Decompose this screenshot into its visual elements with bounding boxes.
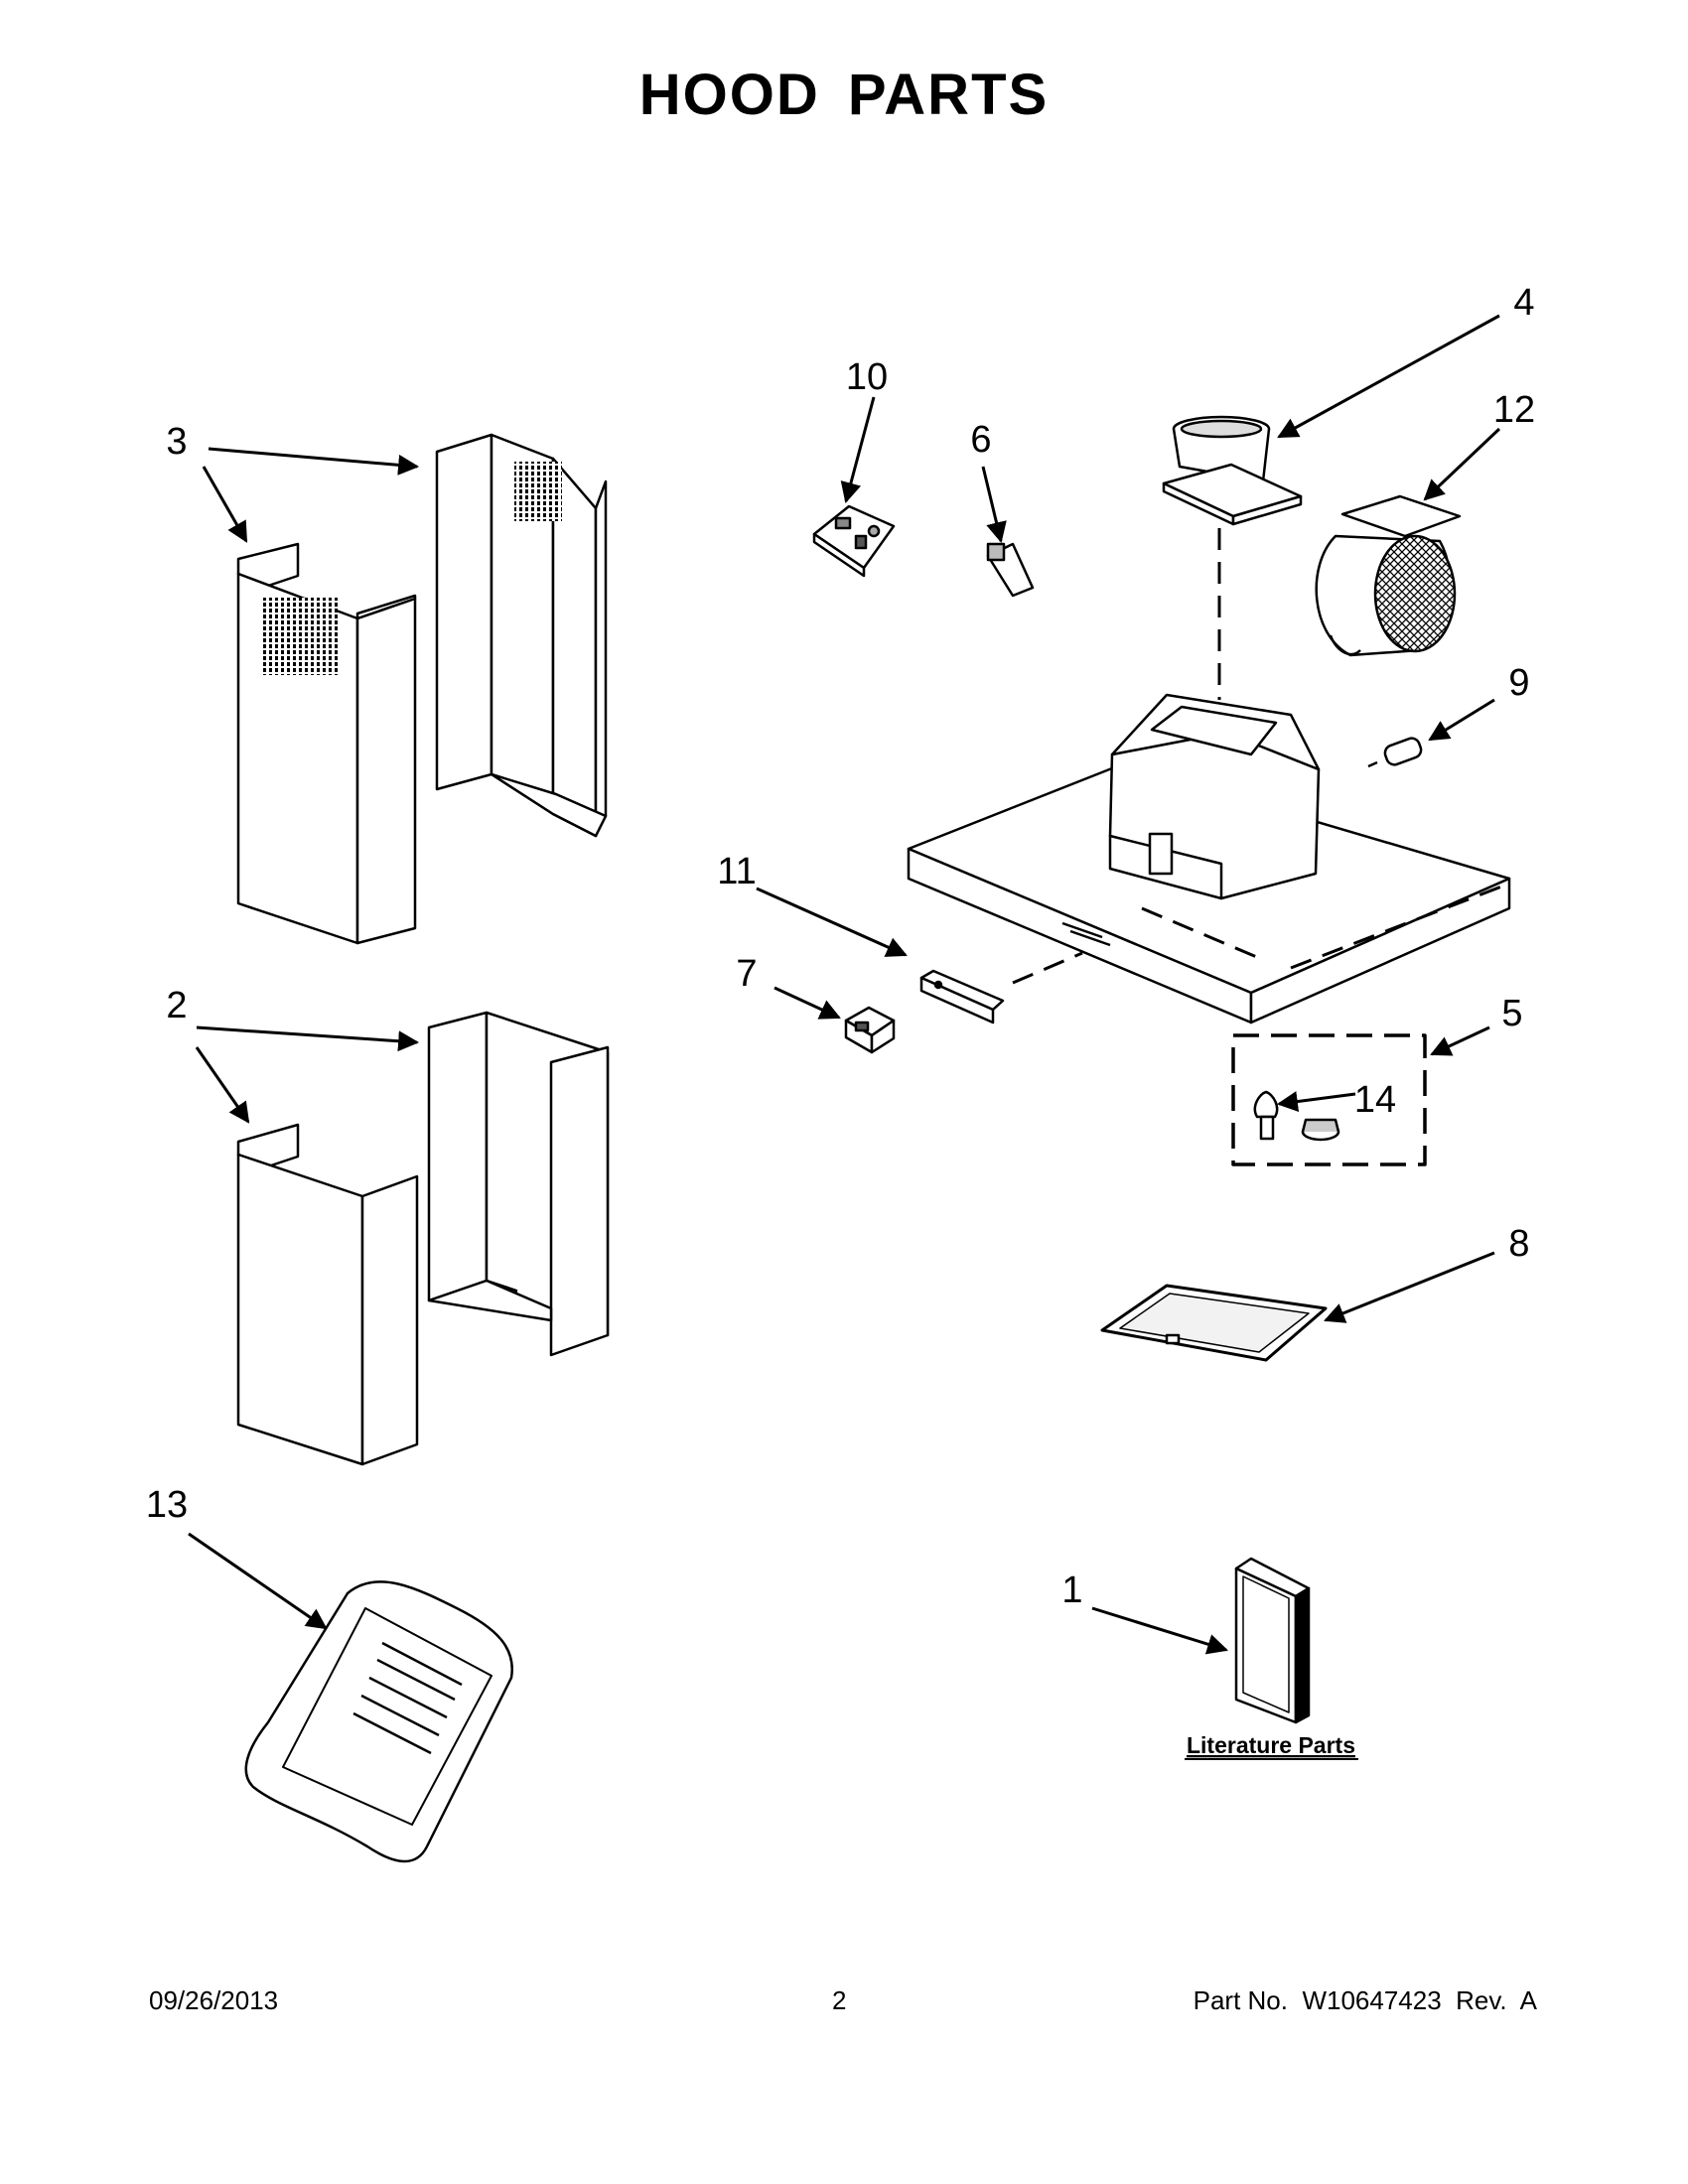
callout-9: 9 [1508,662,1529,704]
literature-parts-label: Literature Parts [1187,1732,1355,1758]
callout-7: 7 [736,953,757,995]
footer-part-number: Part No. W10647423 Rev. A [1193,1985,1537,2015]
footer-page-number: 2 [832,1985,847,2015]
callout-2: 2 [166,985,187,1026]
blower-assembly [1315,494,1462,657]
callout-13: 13 [146,1484,188,1526]
thermal-sensor [986,542,1035,598]
footer-date: 09/26/2013 [149,1985,279,2015]
callout-3: 3 [166,421,187,463]
installation-instructions-sheet [244,1580,513,1863]
light-module [919,969,1005,1024]
grease-filter [1100,1284,1328,1362]
capacitor [1367,737,1423,768]
damper-transition [1162,415,1303,526]
literature-booklet [1234,1557,1311,1724]
upper-duct-cover-rear [435,433,608,838]
callout-12: 12 [1493,389,1535,431]
callout-1: 1 [1061,1570,1082,1611]
callout-10: 10 [846,356,888,398]
upper-duct-cover-front [236,542,417,945]
lower-duct-cover-front [236,1123,419,1466]
callout-6: 6 [970,419,991,461]
lower-duct-cover-rear [427,1011,610,1357]
callout-14: 14 [1354,1079,1396,1121]
switch [844,1006,896,1054]
page-title: HOOD PARTS [638,63,1050,127]
callout-8: 8 [1508,1223,1529,1265]
control-board [812,504,896,578]
callout-4: 4 [1513,282,1534,324]
hood-body [907,693,1511,1024]
bulb-kit [1231,1033,1427,1166]
callout-5: 5 [1501,993,1522,1034]
callout-11: 11 [717,851,756,892]
